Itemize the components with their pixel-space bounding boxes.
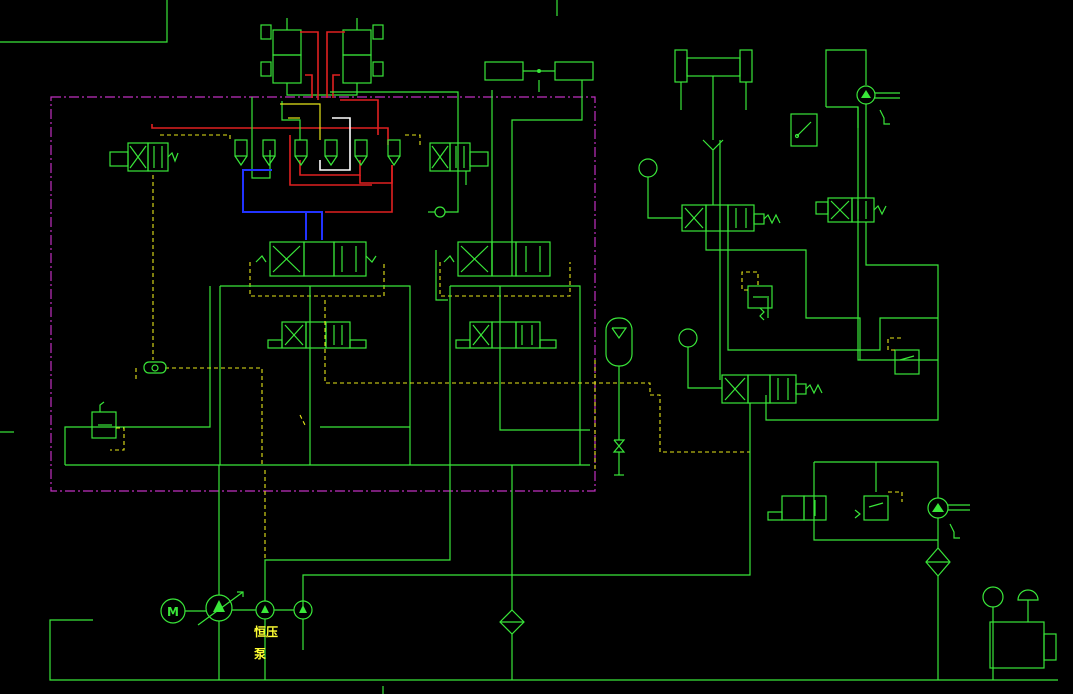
pressure-switch [790, 113, 818, 147]
reservoir-line [49, 619, 1058, 681]
valve-block-boundary [50, 96, 596, 492]
twin-cylinder-top [484, 61, 594, 92]
hydraulic-motor-top [856, 85, 900, 125]
pump-label-line2: 泵 [254, 647, 266, 661]
cartridge-valve-row [234, 139, 401, 167]
filter-centre [499, 609, 525, 635]
shuttle-valve [143, 361, 167, 374]
directional-valve-left [109, 142, 179, 172]
directional-valve-row2-right [455, 321, 557, 349]
directional-valve-right-top [429, 142, 489, 185]
relief-valve-left [91, 401, 125, 451]
pressure-gauge-lower [678, 328, 698, 348]
solenoid-valve-right-lower [721, 374, 823, 404]
motor-letter: M [167, 605, 179, 619]
electric-motor-bottom-right [982, 586, 1057, 680]
pressure-gauge-upper [638, 158, 658, 178]
hydraulic-motor-bottom [927, 497, 970, 539]
check-valve-right [702, 139, 724, 205]
relief-valve-bottom-right [854, 491, 903, 521]
solenoid-valve-right-2 [815, 197, 887, 223]
proportional-valve-left [255, 241, 377, 277]
clamp-cylinder-right [674, 49, 753, 140]
check-valve-block-right [767, 495, 827, 521]
return-line [242, 169, 323, 240]
filter-right [925, 547, 951, 577]
directional-valve-row2-left [267, 321, 367, 349]
relief-valve-right-lower [887, 337, 920, 375]
relief-valve-right-mid [741, 271, 773, 321]
variable-pump [197, 591, 244, 626]
proportional-valve-right [443, 241, 551, 277]
solenoid-valve-right-upper [681, 204, 781, 232]
constant-pressure-pump [255, 600, 275, 620]
motor: M [160, 598, 186, 624]
twin-actuator-left [260, 18, 384, 96]
sheet-frame-corner [0, 0, 168, 43]
pressure-header [151, 124, 389, 145]
pump-label-line1: 恒压 [254, 624, 278, 639]
accumulator [605, 317, 633, 476]
